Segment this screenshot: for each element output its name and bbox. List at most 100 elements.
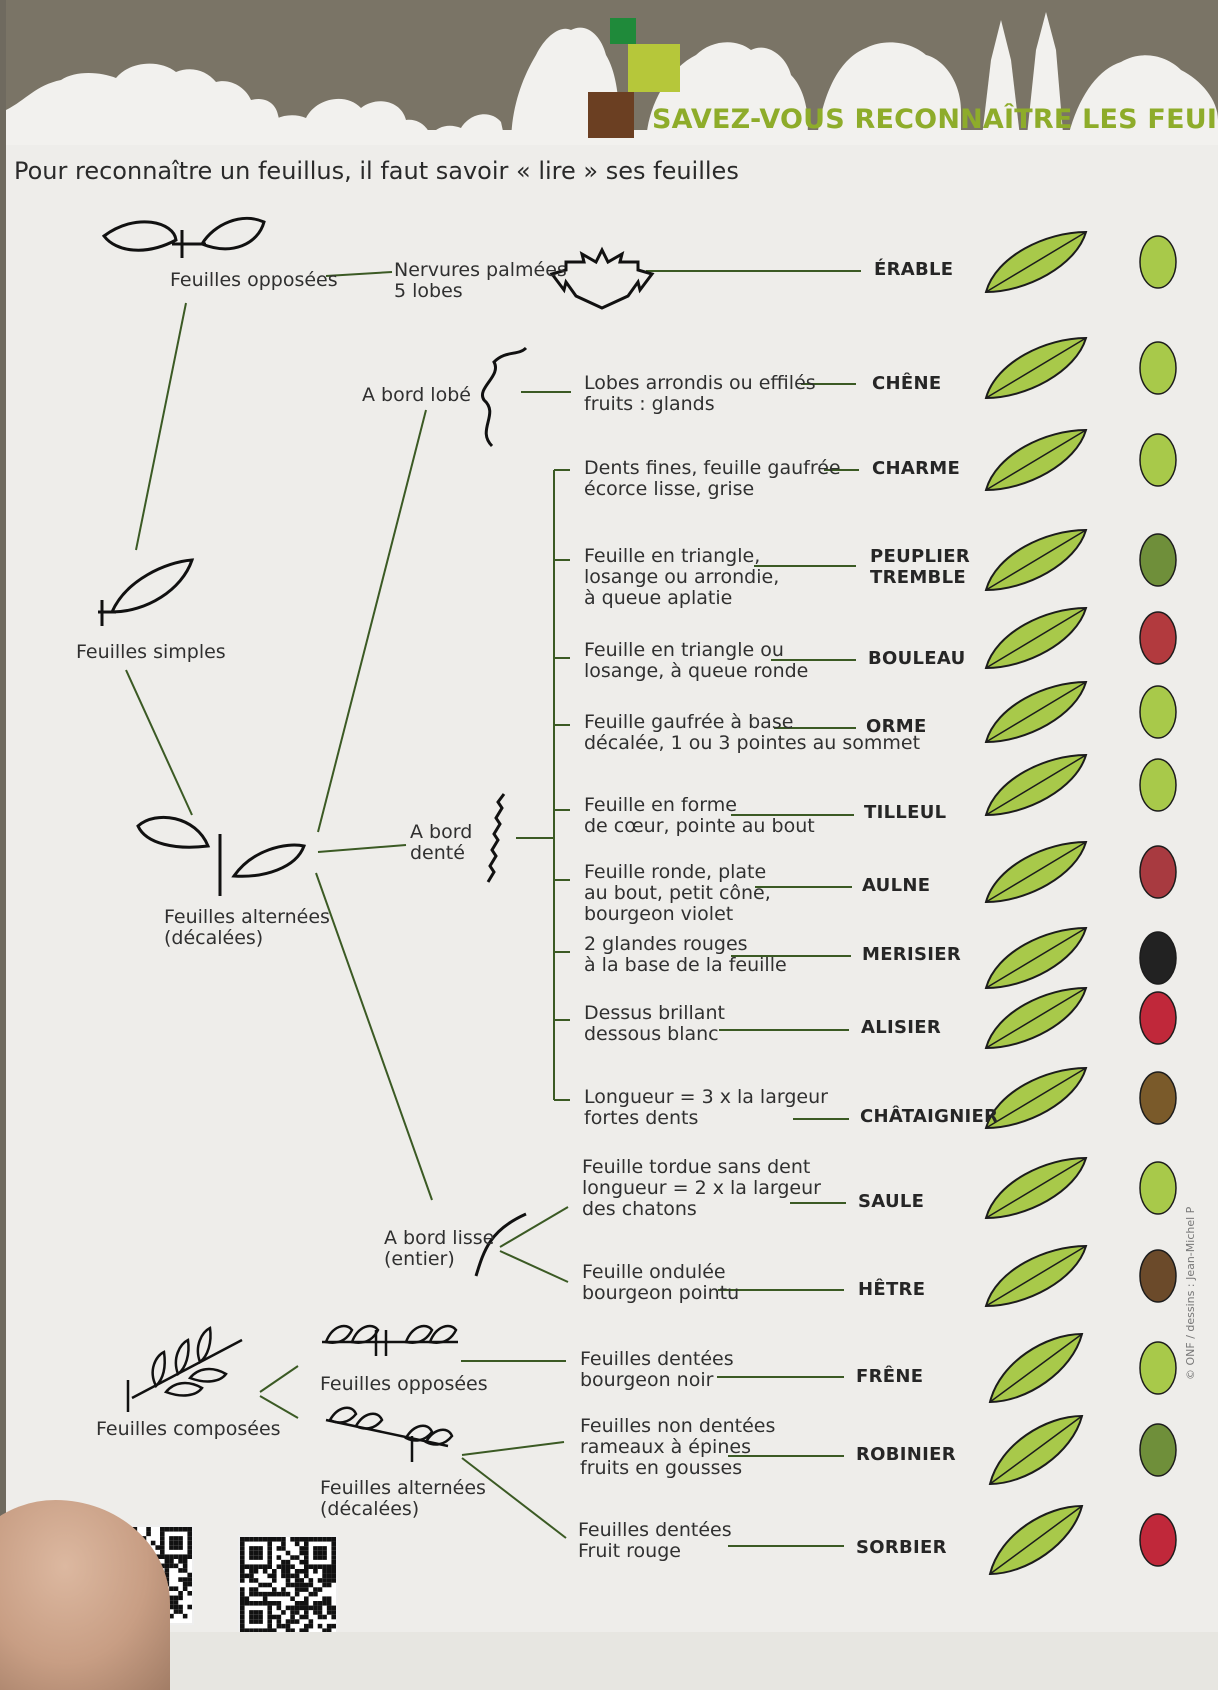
- palmate-leaf-icon: [549, 246, 655, 310]
- tree-name: HÊTRE: [858, 1279, 925, 1300]
- lobed-edge-icon: [480, 346, 528, 448]
- page-subtitle: Pour reconnaître un feuillus, il faut sa…: [14, 157, 739, 185]
- fruit-icon: [1139, 341, 1177, 395]
- tree-description-line: losange, à queue ronde: [584, 660, 809, 682]
- rowan-leaf-icon: [988, 1504, 1084, 1576]
- tree-description-line: Feuille ondulée: [582, 1261, 726, 1283]
- fruit-icon: [1139, 1423, 1177, 1477]
- tree-name: ÉRABLE: [874, 259, 953, 280]
- tree-description-line: de cœur, pointe au bout: [584, 815, 815, 837]
- tree-name-line: HÊTRE: [858, 1279, 926, 1300]
- tree-description-line: 2 glandes rouges: [584, 933, 748, 955]
- tree-name: ALISIER: [861, 1017, 941, 1038]
- tree-description-line: à la base de la feuille: [584, 954, 787, 976]
- oak-leaf-icon: [984, 336, 1088, 400]
- simple-leaf-icon: [98, 558, 195, 626]
- tree-description-line: Dessus brillant: [584, 1002, 725, 1024]
- tree-name: CHARME: [872, 458, 960, 479]
- tree-name-line: TILLEUL: [864, 802, 947, 823]
- ash-leaf-icon: [988, 1332, 1084, 1404]
- tree-name-line: AULNE: [862, 875, 931, 896]
- fruit-icon: [1139, 1071, 1177, 1125]
- fruit-icon: [1139, 235, 1177, 289]
- tree-description-line: Feuille tordue sans dent: [582, 1156, 811, 1178]
- label-smooth-line2: (entier): [384, 1248, 455, 1270]
- tree-name: ROBINIER: [856, 1444, 956, 1465]
- label-palmate-line1: Nervures palmées: [394, 259, 567, 281]
- fruit-icon: [1139, 1161, 1177, 1215]
- label-palmate-line2: 5 lobes: [394, 280, 463, 302]
- willow-leaf-icon: [984, 1156, 1088, 1220]
- label-compound-alternate: Feuilles alternées (décalées): [320, 1478, 486, 1520]
- tree-description-line: longueur = 2 x la largeur: [582, 1177, 821, 1199]
- toothed-edge-icon: [486, 793, 506, 883]
- tree-name-line: FRÊNE: [856, 1366, 924, 1387]
- alder-leaf-icon: [984, 840, 1088, 904]
- tree-name: TILLEUL: [864, 802, 946, 823]
- fruit-icon: [1139, 845, 1177, 899]
- tree-description-line: Lobes arrondis ou effilés: [584, 372, 816, 394]
- tree-description-line: au bout, petit cône,: [584, 882, 771, 904]
- tree-description-line: à queue aplatie: [584, 587, 733, 609]
- connector-lines: [98, 216, 1177, 1576]
- tree-name-line: SAULE: [858, 1191, 925, 1212]
- chestnut-leaf-icon: [984, 1066, 1088, 1130]
- tree-name: FRÊNE: [856, 1366, 923, 1387]
- leaf-identification-card: SAVEZ-VOUS RECONNAÎTRE LES FEUILLU Pour …: [6, 0, 1218, 1632]
- label-toothed-line2: denté: [410, 842, 465, 864]
- label-toothed-line1: A bord: [410, 821, 473, 843]
- hornbeam-leaf-icon: [984, 428, 1088, 492]
- tree-description-line: Feuille en triangle ou: [584, 639, 784, 661]
- fruit-icon: [1139, 1341, 1177, 1395]
- label-alternate-leaves: Feuilles alternées (décalées): [164, 907, 330, 949]
- tree-name-line: ORME: [866, 716, 927, 737]
- tree-description-line: bourgeon noir: [580, 1369, 714, 1391]
- header-band: [6, 0, 1218, 145]
- tree-name-line: ROBINIER: [856, 1444, 956, 1465]
- tree-description-line: fruits : glands: [584, 393, 715, 415]
- fruit-illustrations: [1139, 235, 1177, 1567]
- fruit-icon: [1139, 433, 1177, 487]
- opposite-leaves-icon: [101, 216, 266, 258]
- tree-name-line: TREMBLE: [870, 567, 966, 588]
- alternate-leaves-icon: [136, 815, 306, 896]
- label-smooth-line1: A bord lisse: [384, 1227, 495, 1249]
- cherry-leaf-icon: [984, 926, 1088, 990]
- label-alternate-line1: Feuilles alternées: [164, 906, 330, 928]
- aspen-leaf-icon: [984, 528, 1088, 592]
- tree-name: SAULE: [858, 1191, 924, 1212]
- qr-code-icon[interactable]: [238, 1535, 338, 1632]
- tree-name-line: CHARME: [872, 458, 961, 479]
- tree-name-line: ALISIER: [861, 1017, 942, 1038]
- tree-description-line: Feuille en forme: [584, 794, 737, 816]
- compound-leaf-icon: [126, 1326, 243, 1412]
- tree-description-line: des chatons: [582, 1198, 697, 1220]
- tree-name-line: MERISIER: [862, 944, 961, 965]
- tree-description-line: Feuille en triangle,: [584, 545, 761, 567]
- label-simple-leaves: Feuilles simples: [76, 641, 226, 663]
- tree-description-line: Longueur = 3 x la largeur: [584, 1086, 828, 1108]
- robinia-leaf-icon: [988, 1414, 1084, 1486]
- tree-description-line: Dents fines, feuille gaufrée: [584, 457, 841, 479]
- fruit-icon: [1139, 758, 1177, 812]
- tree-description-line: décalée, 1 ou 3 pointes au sommet: [584, 732, 921, 754]
- tree-description-line: fortes dents: [584, 1107, 699, 1129]
- tree-description-line: Feuille ronde, plate: [584, 861, 767, 883]
- tree-description-line: bourgeon violet: [584, 903, 734, 925]
- elm-leaf-icon: [984, 680, 1088, 744]
- tree-description-line: Feuilles dentées: [578, 1519, 732, 1541]
- fruit-icon: [1139, 533, 1177, 587]
- tree-name: CHÂTAIGNIER: [860, 1106, 998, 1127]
- tree-description-line: Fruit rouge: [578, 1540, 681, 1562]
- tree-name: AULNE: [862, 875, 930, 896]
- maple-leaf-icon: [984, 230, 1088, 294]
- label-compound-opposite: Feuilles opposées: [320, 1373, 488, 1395]
- fruit-icon: [1139, 931, 1177, 985]
- tree-description: Feuille en triangle,losange ou arrondie,…: [584, 546, 779, 609]
